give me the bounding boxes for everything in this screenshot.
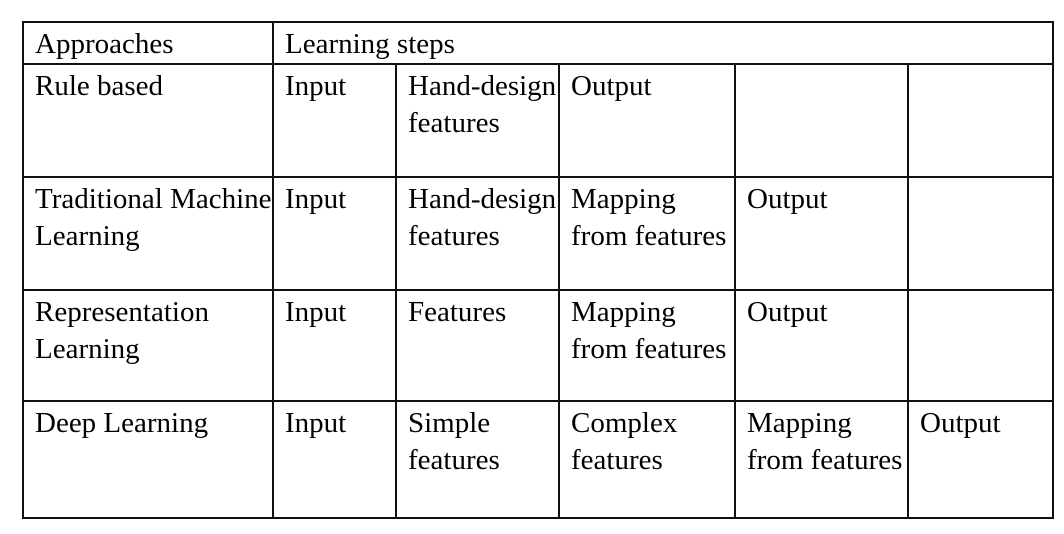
row-approach-name: Representation Learning [22,288,274,402]
table-row: Rule based Input Hand-design features Ou… [22,62,1055,178]
cell-text: Input [285,406,347,439]
row-step-2: Simple features [395,399,560,519]
cell-text: Input [285,69,347,102]
row-step-4: Mapping from features [734,399,909,519]
table-row: Representation Learning Input Features M… [22,288,1055,402]
cell-text: Output [747,295,828,328]
row-approach-name: Traditional Machine Learning [22,175,274,291]
cell-text: Output [571,69,652,102]
table-row: Deep Learning Input Simple features Comp… [22,399,1055,519]
row-step-1: Input [272,288,397,402]
row-step-5 [906,62,1055,178]
cell-text [747,68,907,69]
cell-text: Complex features [571,406,678,476]
cell-text: Representation Learning [35,295,209,365]
row-step-2: Features [395,288,560,402]
row-step-3: Mapping from features [558,175,736,291]
table-row: Traditional Machine Learning Input Hand-… [22,175,1055,291]
cell-text: Input [285,182,347,215]
row-step-1: Input [272,62,397,178]
cell-text: Traditional Machine Learning [35,182,272,252]
cell-text: Hand-design features [408,69,557,139]
cell-text: Simple features [408,406,500,476]
approaches-learning-steps-table: Approaches Learning steps Rule based Inp… [22,21,1055,519]
cell-text: Output [747,182,828,215]
cell-text [920,68,1052,69]
row-step-1: Input [272,175,397,291]
row-step-5 [906,288,1055,402]
row-approach-name: Rule based [22,62,274,178]
cell-text: Deep Learning [35,406,209,439]
cell-text: Output [920,406,1001,439]
cell-text: Mapping from features [571,182,727,252]
row-step-3: Output [558,62,736,178]
column-header-approaches: Approaches [22,21,274,65]
cell-text: Rule based [35,69,164,102]
cell-text [920,181,1052,182]
row-approach-name: Deep Learning [22,399,274,519]
approaches-table-container: Approaches Learning steps Rule based Inp… [22,21,1055,519]
cell-text: Mapping from features [571,295,727,365]
row-step-4 [734,62,909,178]
header-row: Approaches Learning steps [22,21,1055,65]
row-step-2: Hand-design features [395,175,560,291]
table-header: Approaches Learning steps [22,21,1055,65]
row-step-2: Hand-design features [395,62,560,178]
cell-text [920,294,1052,295]
row-step-5 [906,175,1055,291]
table-body: Rule based Input Hand-design features Ou… [22,62,1055,519]
row-step-1: Input [272,399,397,519]
cell-text: Features [408,295,507,328]
row-step-4: Output [734,288,909,402]
cell-text: Hand-design features [408,182,557,252]
row-step-5: Output [906,399,1055,519]
cell-text: Mapping from features [747,406,903,476]
row-step-3: Complex features [558,399,736,519]
row-step-3: Mapping from features [558,288,736,402]
cell-text: Input [285,295,347,328]
column-header-learning-steps: Learning steps [271,21,1055,65]
row-step-4: Output [734,175,909,291]
